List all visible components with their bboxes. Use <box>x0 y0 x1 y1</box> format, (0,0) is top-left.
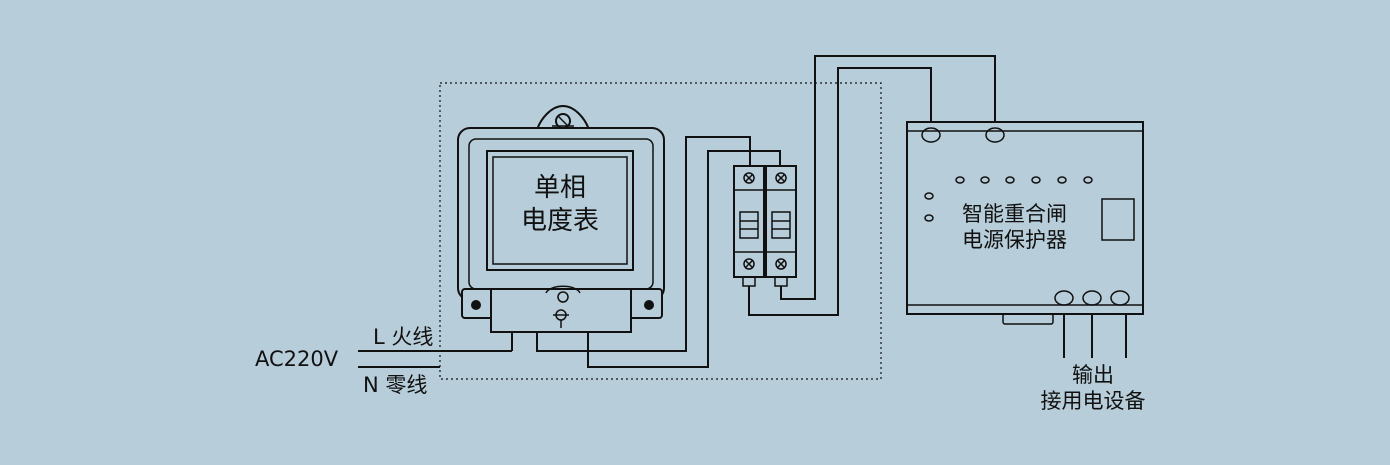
single-phase-meter <box>457 104 665 333</box>
meter-display <box>486 150 634 271</box>
live-wire-label: L 火线 <box>373 325 434 349</box>
protector-body <box>906 121 1144 315</box>
protector-label-line1: 智能重合闸 <box>962 202 1067 226</box>
meter-label-line1: 单相 <box>533 173 586 203</box>
mount-hole-left-icon <box>471 300 481 310</box>
meter-label: 单相 电度表 <box>498 172 622 237</box>
output-label-line1: 输出 <box>1072 363 1114 387</box>
meter-out-wire-1 <box>536 136 751 352</box>
output-terminal-3 <box>1110 290 1130 306</box>
protector-display-window <box>1101 198 1135 241</box>
meter-out-wire-2 <box>587 150 781 368</box>
neutral-wire-label: N 零线 <box>363 373 428 397</box>
output-terminal-2 <box>1082 290 1102 306</box>
protector-rail-clip <box>1002 313 1054 325</box>
enclosure-dotted-box <box>439 82 882 380</box>
breaker-out-wire-2 <box>780 55 996 300</box>
input-terminal-1 <box>921 127 941 143</box>
output-label-line2: 接用电设备 <box>1040 389 1146 414</box>
breaker-out-wire-1 <box>748 67 932 316</box>
recloser-protector <box>906 121 1144 325</box>
input-terminal-2 <box>985 127 1005 143</box>
indicator-leds <box>924 176 1093 222</box>
circuit-breaker <box>733 165 797 287</box>
source-voltage-label: AC220V <box>255 347 339 371</box>
protector-label-line2: 电源保护器 <box>962 228 1067 253</box>
protector-label: 智能重合闸 电源保护器 <box>962 201 1067 254</box>
meter-label-line2: 电度表 <box>520 205 599 236</box>
output-label: 输出 接用电设备 <box>1028 362 1158 415</box>
output-terminal-1 <box>1054 290 1074 306</box>
mount-hole-right-icon <box>644 300 654 310</box>
